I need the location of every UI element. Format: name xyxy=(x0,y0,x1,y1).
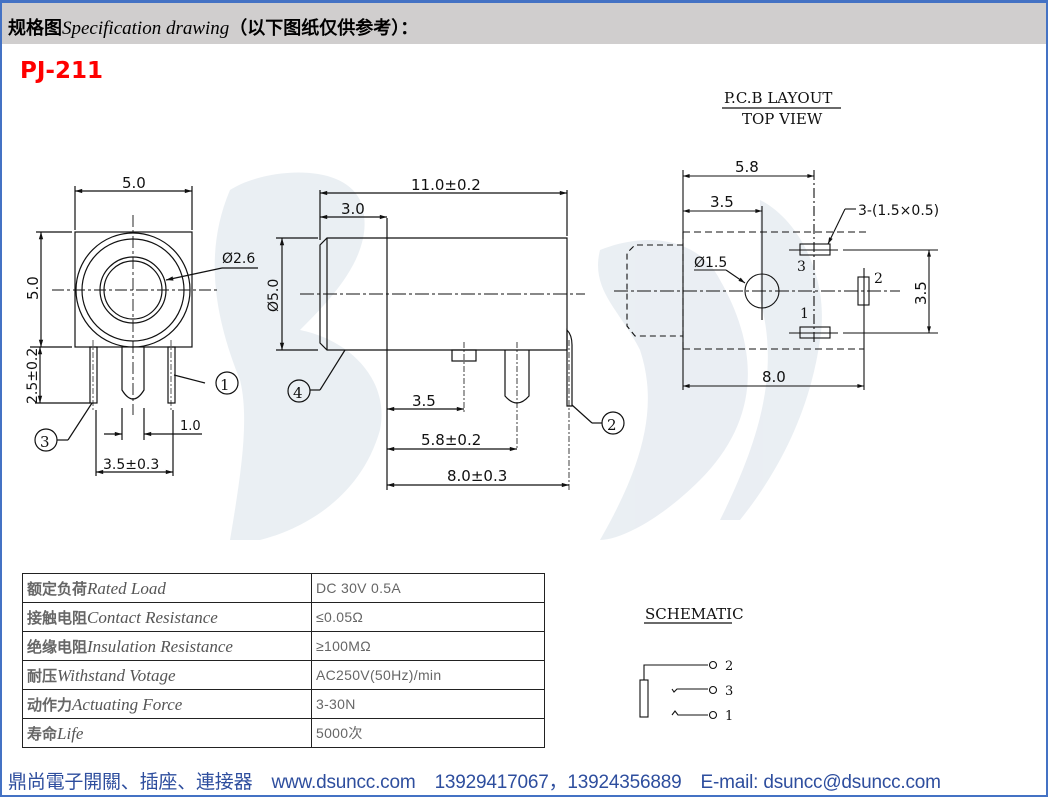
spec-value: ≥100MΩ xyxy=(311,631,545,661)
pcb-layout xyxy=(614,170,938,390)
spec-table: 额定负荷Rated Load DC 30V 0.5A 接触电阻Contact R… xyxy=(22,573,545,748)
pcb-vertical-dim: 3.5 xyxy=(912,281,930,305)
side-view xyxy=(276,190,625,490)
side-pin-offset-3: 8.0±0.3 xyxy=(447,467,507,485)
spec-key: 接触电阻Contact Resistance xyxy=(22,602,312,632)
front-pin-length-dim: 2.5±0.2 xyxy=(25,348,41,404)
spec-key: 额定负荷Rated Load xyxy=(22,573,312,603)
side-length-dim: 11.0±0.2 xyxy=(411,176,481,194)
header-title-zh: 规格图 xyxy=(8,18,62,39)
schematic-title: SCHEMATIC xyxy=(645,605,744,623)
spec-value: DC 30V 0.5A xyxy=(311,573,545,603)
spec-value: AC250V(50Hz)/min xyxy=(311,660,545,690)
footer-email[interactable]: E-mail: dsuncc@dsuncc.com xyxy=(700,772,941,793)
pcb-slot-note: 3-(1.5×0.5) xyxy=(858,203,939,219)
front-pin-width-dim: 1.0 xyxy=(180,419,201,434)
watermark-logo xyxy=(214,172,822,540)
pcb-subtitle: TOP VIEW xyxy=(742,110,823,128)
table-row: 寿命Life 5000次 xyxy=(22,718,545,748)
header-title-note: （以下图纸仅供参考）： xyxy=(229,18,419,39)
front-view xyxy=(30,186,258,476)
side-nose-dim: 3.0 xyxy=(341,200,365,218)
spec-key: 动作力Actuating Force xyxy=(22,689,312,719)
front-width-dim: 5.0 xyxy=(122,174,146,192)
pcb-dim-3-5: 3.5 xyxy=(710,193,734,211)
pcb-pad-label-3: 3 xyxy=(797,259,806,275)
pcb-dim-5-8: 5.8 xyxy=(735,158,759,176)
callout-2: 2 xyxy=(607,416,617,434)
footer-phones: 13929417067，13924356889 xyxy=(434,772,682,793)
spec-value: 5000次 xyxy=(311,718,545,748)
front-hole-dim: Ø2.6 xyxy=(222,251,255,267)
schematic-terminal-2: 2 xyxy=(725,659,733,674)
pcb-hole-dim: Ø1.5 xyxy=(694,255,727,271)
table-row: 耐压Withstand Votage AC250V(50Hz)/min xyxy=(22,660,545,690)
side-pin-offset-1: 3.5 xyxy=(412,392,436,410)
side-diameter-dim: Ø5.0 xyxy=(266,279,282,312)
table-row: 绝缘电阻Insulation Resistance ≥100MΩ xyxy=(22,631,545,661)
callout-3: 3 xyxy=(40,433,50,451)
spec-value: 3-30N xyxy=(311,689,545,719)
schematic-terminal-1: 1 xyxy=(725,709,733,724)
pcb-pad-label-1: 1 xyxy=(800,306,809,322)
footer-company: 鼎尚電子開關、插座、連接器 xyxy=(8,772,253,793)
pcb-length-dim: 8.0 xyxy=(762,368,786,386)
header-title-en: Specification drawing xyxy=(62,18,230,39)
spec-key: 耐压Withstand Votage xyxy=(22,660,312,690)
schematic-diagram xyxy=(639,660,718,720)
callout-1: 1 xyxy=(220,376,230,394)
model-name: PJ-211 xyxy=(20,58,103,84)
callout-4: 4 xyxy=(293,384,303,402)
header-title: 规格图Specification drawing（以下图纸仅供参考）： xyxy=(8,14,418,40)
pcb-pad-label-2: 2 xyxy=(874,271,883,287)
pcb-title: P.C.B LAYOUT xyxy=(724,89,832,107)
table-row: 动作力Actuating Force 3-30N xyxy=(22,689,545,719)
header-band: 规格图Specification drawing（以下图纸仅供参考）： xyxy=(2,3,1046,44)
footer-contact: 鼎尚電子開關、插座、連接器 www.dsuncc.com 13929417067… xyxy=(8,767,955,794)
footer-website[interactable]: www.dsuncc.com xyxy=(271,772,416,793)
side-pin-offset-2: 5.8±0.2 xyxy=(421,431,481,449)
table-row: 接触电阻Contact Resistance ≤0.05Ω xyxy=(22,602,545,632)
front-pin-spacing-dim: 3.5±0.3 xyxy=(103,457,159,473)
spec-value: ≤0.05Ω xyxy=(311,602,545,632)
spec-key: 绝缘电阻Insulation Resistance xyxy=(22,631,312,661)
spec-key: 寿命Life xyxy=(22,718,312,748)
schematic-terminal-3: 3 xyxy=(725,684,733,699)
front-height-dim: 5.0 xyxy=(24,276,42,300)
table-row: 额定负荷Rated Load DC 30V 0.5A xyxy=(22,573,545,603)
